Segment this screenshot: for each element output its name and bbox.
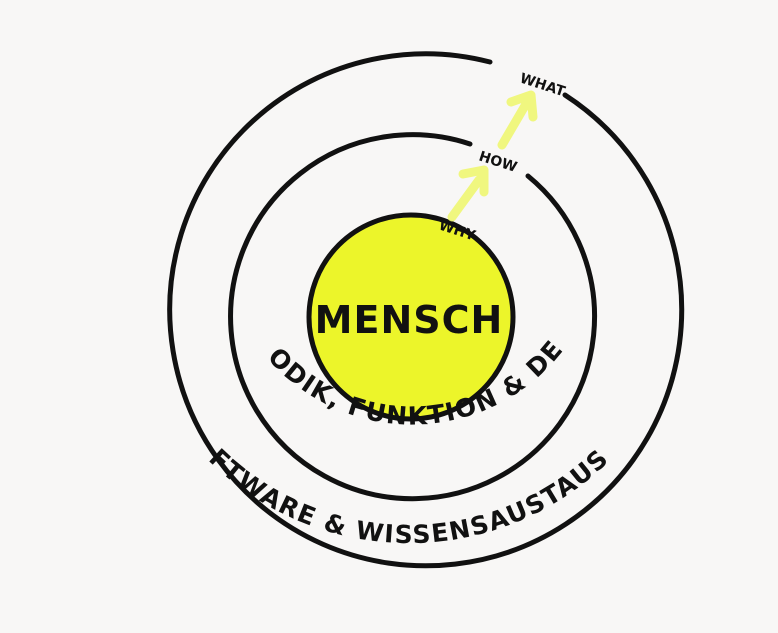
center-label: MENSCH: [315, 298, 504, 342]
core-circle: [306, 212, 516, 422]
outer-ring: [167, 51, 685, 569]
middle-ring: [228, 132, 598, 502]
arrow-why-to-how: [447, 165, 489, 222]
arrow-how-to-what: [497, 90, 538, 150]
